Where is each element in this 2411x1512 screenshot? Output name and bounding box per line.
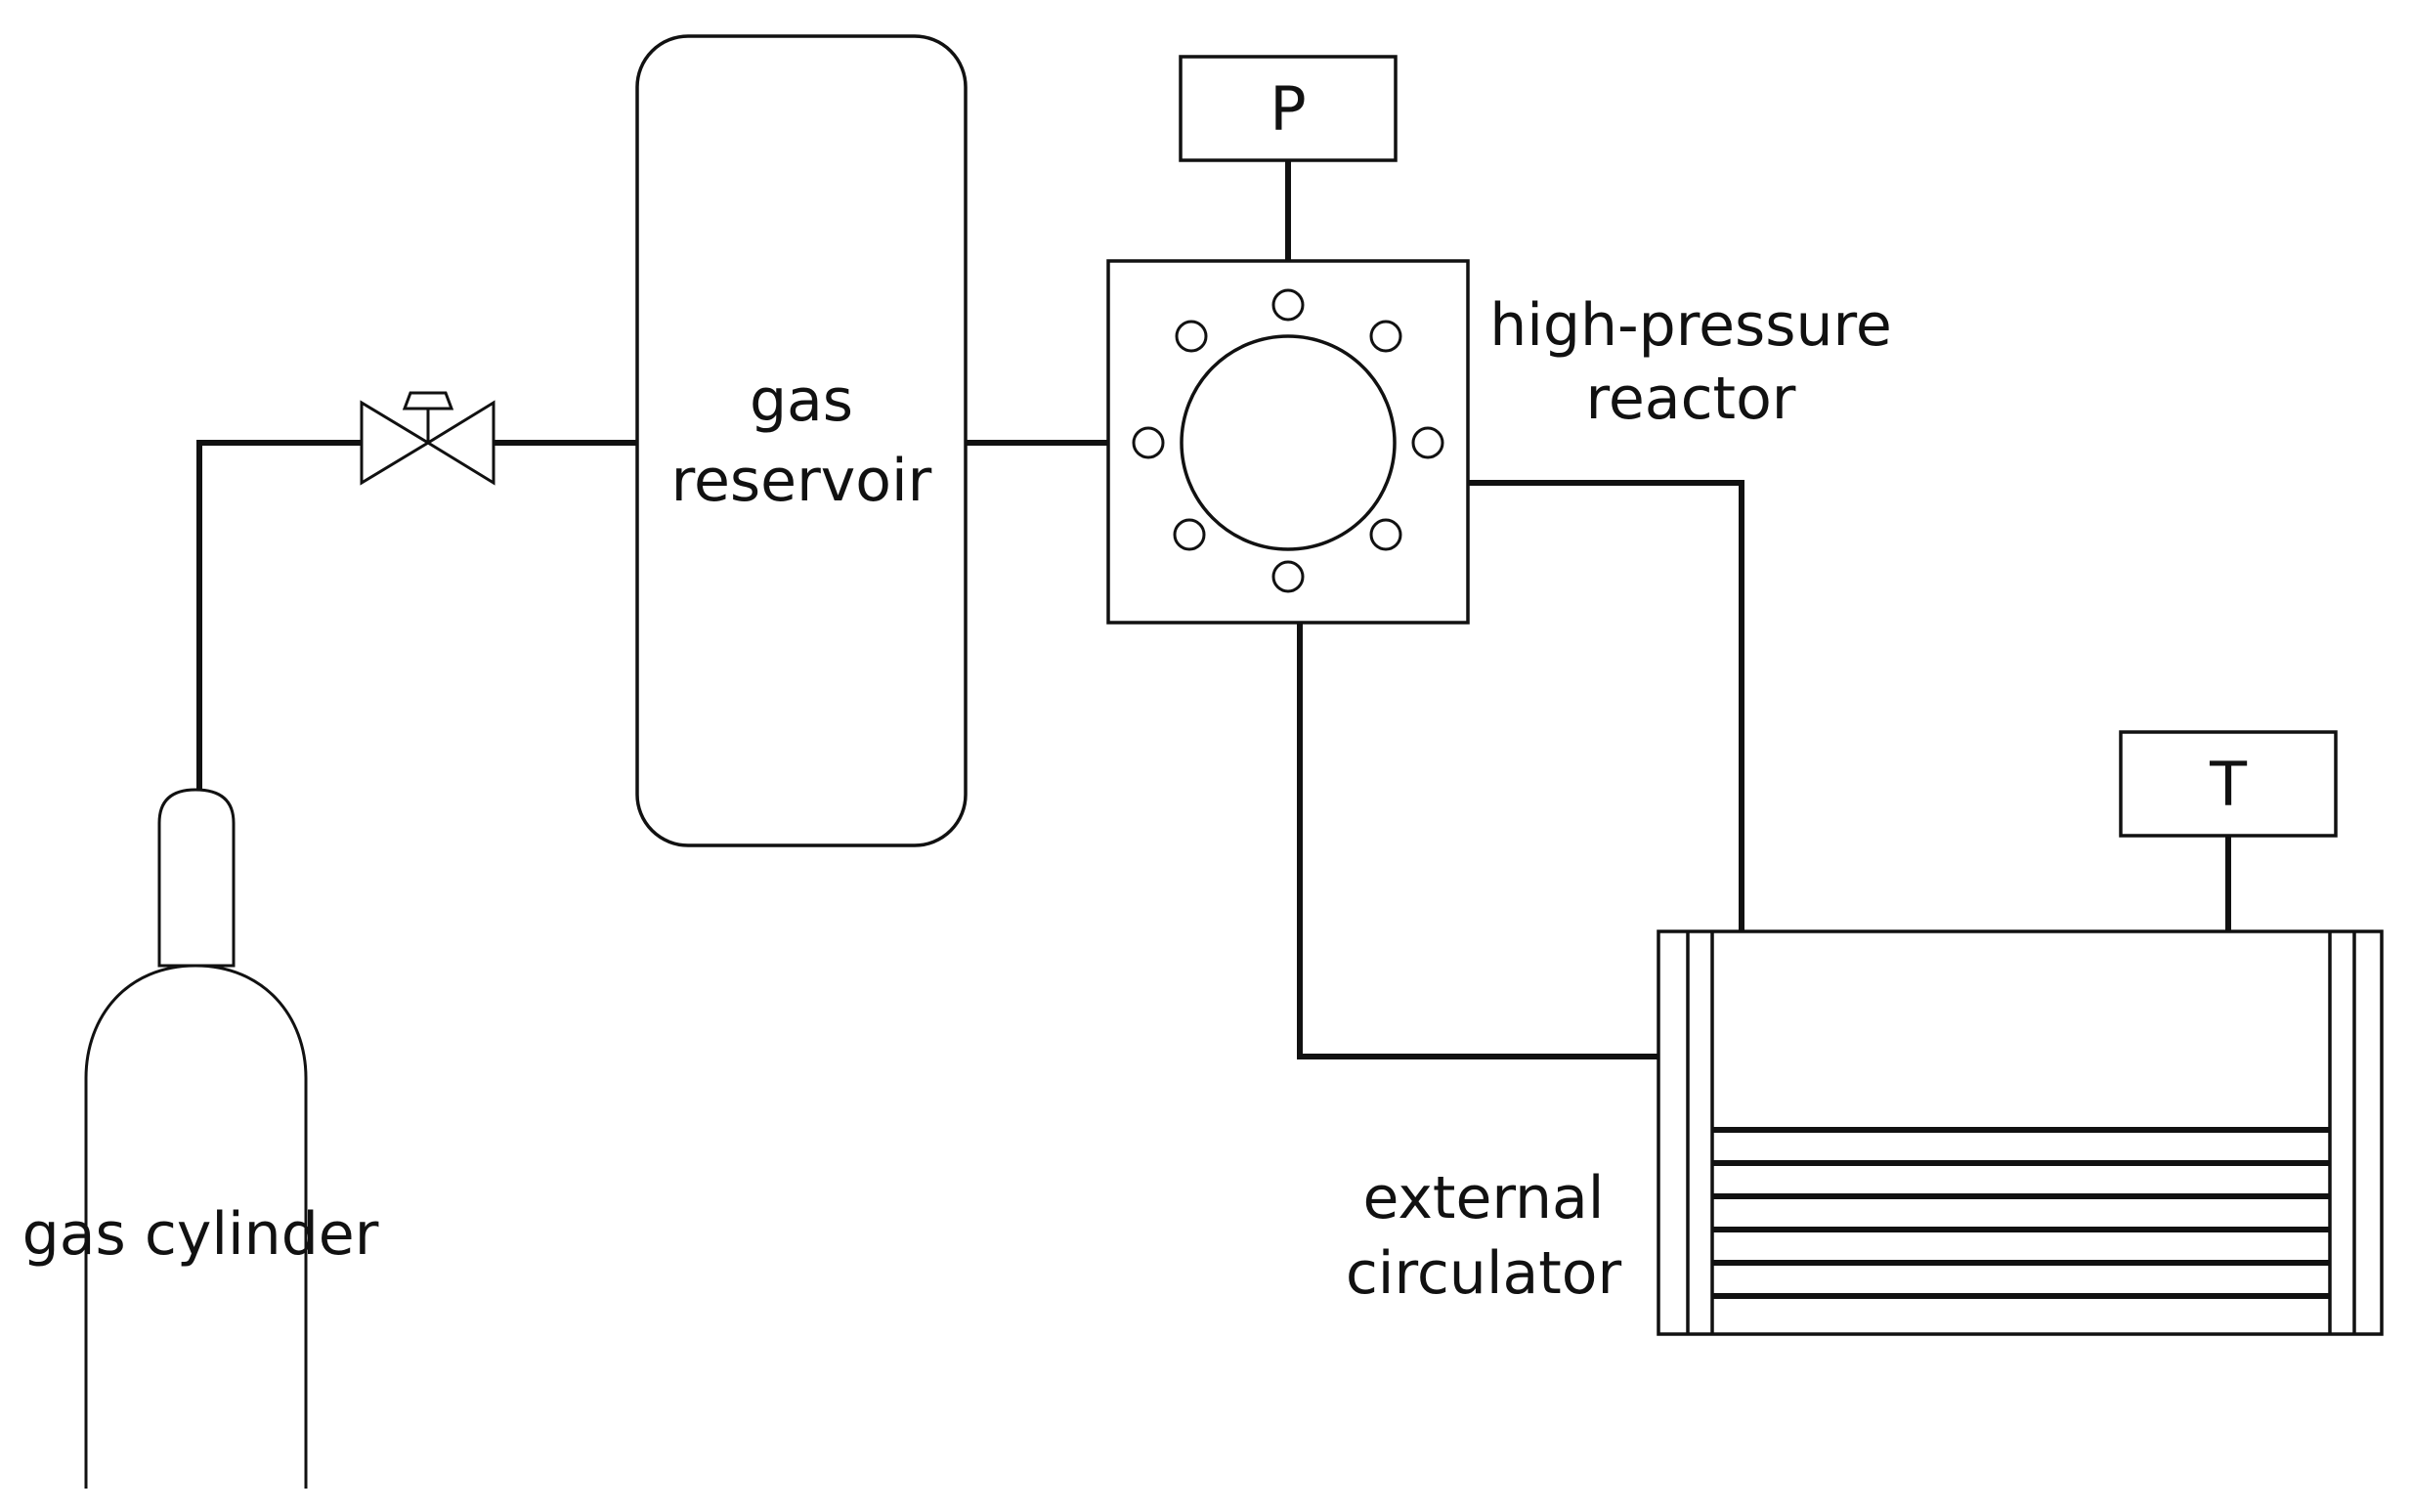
pipe-cylinder-to-valve — [196, 440, 365, 793]
external-circulator: external circulator — [1346, 929, 2384, 1336]
pipe-reactor-to-circulator-return — [1465, 480, 1744, 934]
gas-cylinder: gas cylinder — [22, 788, 379, 1489]
high-pressure-reactor: high-pressure reactor — [1106, 259, 1892, 625]
reactor-label-line1: high-pressure — [1489, 291, 1892, 360]
bolt-hole-icon — [1132, 288, 1444, 593]
pressure-gauge: P — [1179, 55, 1398, 162]
pressure-gauge-box — [1179, 55, 1398, 162]
reactor-vessel-window — [1180, 334, 1397, 551]
circulator-label-line1: external — [1363, 1164, 1605, 1232]
gas-cylinder-label: gas cylinder — [22, 1200, 379, 1269]
gas-reservoir-vessel — [635, 34, 968, 847]
circulator-coil — [1712, 1127, 2330, 1299]
reactor-label-line2: reactor — [1586, 365, 1796, 433]
valve-icon[interactable] — [360, 391, 495, 486]
piping — [196, 158, 2231, 1059]
temperature-gauge-letter: T — [2209, 749, 2248, 820]
gas-reservoir: gas reservoir — [635, 34, 968, 847]
temperature-gauge: T — [2119, 730, 2338, 838]
gas-reservoir-label-line1: gas — [750, 367, 853, 435]
pipe-reactor-to-circulator-supply — [1297, 620, 1661, 1059]
temperature-gauge-box — [2119, 730, 2338, 838]
pressure-gauge-letter: P — [1270, 73, 1306, 145]
cylinder-neck — [157, 788, 236, 968]
gas-reservoir-label-line2: reservoir — [671, 447, 932, 515]
circulator-label-line2: circulator — [1346, 1239, 1622, 1308]
